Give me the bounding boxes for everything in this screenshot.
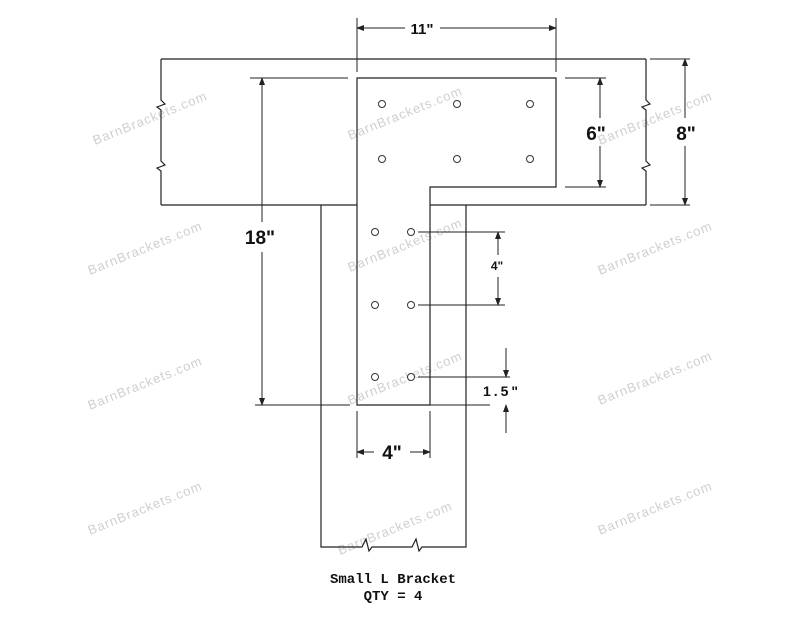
bolt-hole: [407, 373, 415, 381]
drawing-title: Small L Bracket: [330, 572, 456, 588]
bolt-hole: [453, 100, 461, 108]
watermark: BarnBrackets.com: [596, 478, 715, 538]
beam: [155, 58, 652, 206]
bolt-holes: [371, 100, 534, 381]
watermark: BarnBrackets.com: [346, 215, 465, 275]
l-bracket: [356, 77, 557, 406]
dim-label-1-5: 1.5": [483, 383, 521, 399]
watermark: BarnBrackets.com: [86, 478, 205, 538]
dim-label-11: 11": [411, 21, 434, 38]
dimension-beam-height: 8": [650, 58, 696, 206]
dimension-leg-width: 4": [356, 411, 431, 464]
watermarks: BarnBrackets.com BarnBrackets.com BarnBr…: [86, 83, 715, 558]
dimension-top-height: 6": [565, 77, 606, 188]
quantity-label: QTY = 4: [364, 589, 423, 605]
dimension-bracket-length: 18": [245, 77, 490, 406]
post: [320, 205, 467, 553]
bolt-hole: [371, 373, 379, 381]
dim-label-18: 18": [245, 228, 275, 249]
bolt-hole: [453, 155, 461, 163]
watermark: BarnBrackets.com: [336, 498, 455, 558]
watermark: BarnBrackets.com: [86, 218, 205, 278]
bolt-hole: [407, 301, 415, 309]
dimension-bracket-width: 11": [356, 18, 557, 72]
dim-label-8: 8": [676, 124, 696, 145]
dimension-hole-spacing: 4": [418, 231, 505, 306]
bolt-hole: [371, 228, 379, 236]
watermark: BarnBrackets.com: [346, 83, 465, 143]
bolt-hole: [526, 155, 534, 163]
bolt-hole: [371, 301, 379, 309]
bolt-hole: [378, 100, 386, 108]
watermark: BarnBrackets.com: [596, 88, 715, 148]
watermark: BarnBrackets.com: [596, 348, 715, 408]
dim-label-4-spacing: 4": [491, 259, 503, 273]
bolt-hole: [378, 155, 386, 163]
watermark: BarnBrackets.com: [346, 348, 465, 408]
watermark: BarnBrackets.com: [86, 353, 205, 413]
dim-label-6: 6": [586, 124, 606, 145]
dimension-edge-distance: 1.5": [418, 348, 521, 433]
bolt-hole: [407, 228, 415, 236]
dim-label-4-width: 4": [382, 443, 402, 464]
watermark: BarnBrackets.com: [91, 88, 210, 148]
watermark: BarnBrackets.com: [596, 218, 715, 278]
bolt-hole: [526, 100, 534, 108]
